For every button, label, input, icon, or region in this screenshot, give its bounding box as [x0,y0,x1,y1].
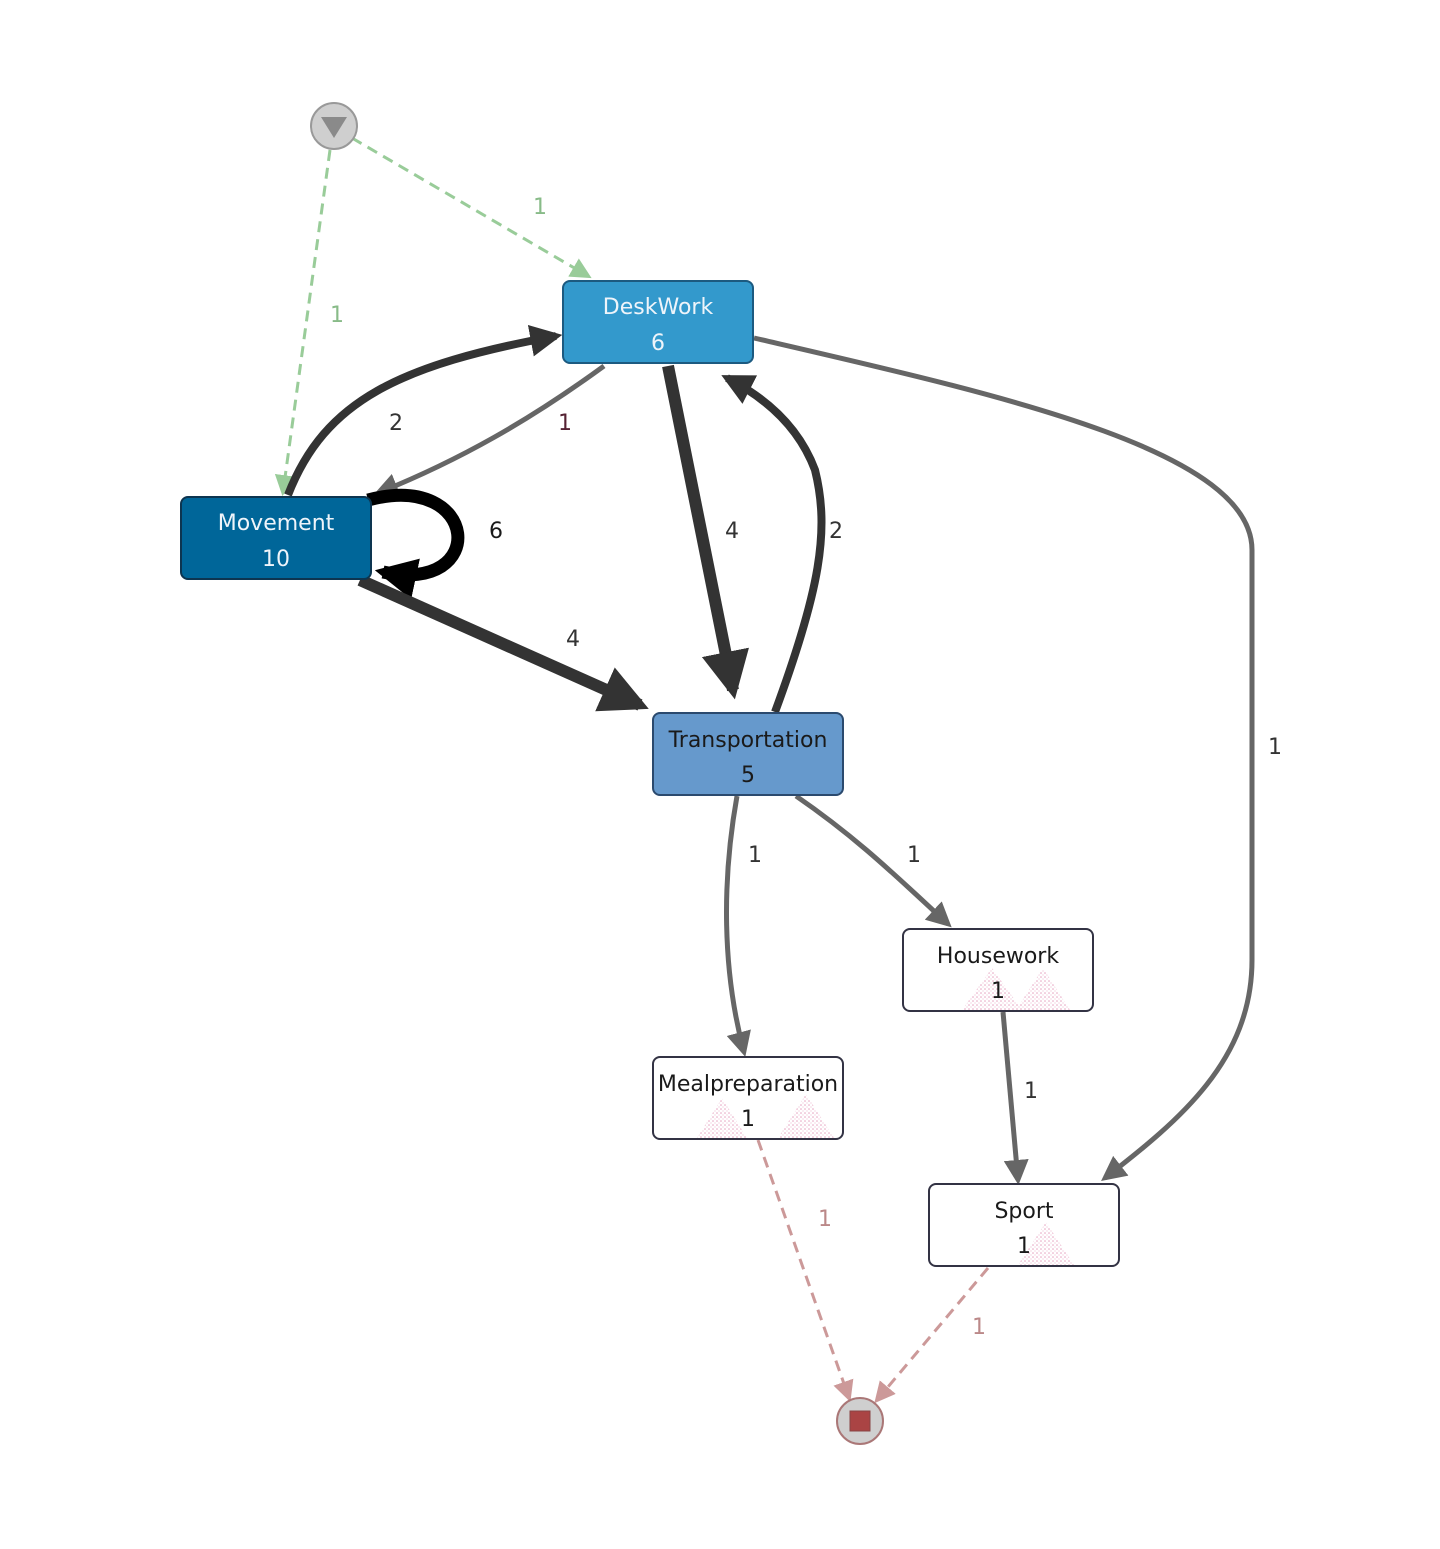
node-housework[interactable]: Housework 1 [902,928,1094,1012]
node-transportation[interactable]: Transportation 5 [652,712,844,796]
edge-movement-deskwork [284,324,563,497]
edge-movement-self-loop [366,488,465,600]
node-transportation-count: 5 [741,763,755,788]
node-sport-count: 1 [1017,1234,1031,1259]
edge-label-deskwork-movement: 1 [558,411,572,436]
node-mealpreparation-count: 1 [741,1107,755,1132]
node-deskwork[interactable]: DeskWork 6 [562,280,754,364]
node-mealpreparation[interactable]: Mealpreparation 1 [652,1056,844,1140]
edge-transportation-deskwork [721,374,826,714]
node-mealpreparation-name: Mealpreparation [658,1072,838,1097]
node-sport[interactable]: Sport 1 [928,1183,1120,1267]
edge-label-transportation-deskwork: 2 [829,519,843,544]
node-transportation-name: Transportation [668,728,828,753]
edge-transportation-housework [794,793,952,928]
edge-label-transportation-mealpreparation: 1 [748,843,762,868]
edge-sport-end [874,1267,990,1404]
node-movement-count: 10 [262,547,290,572]
node-housework-name: Housework [937,944,1059,969]
node-deskwork-count: 6 [651,331,665,356]
edge-transportation-mealpreparation [724,795,751,1057]
edge-label-start-deskwork: 1 [533,195,547,220]
edge-label-start-movement: 1 [330,303,344,328]
node-sport-box [928,1183,1120,1267]
node-movement-box [180,496,372,580]
stop-square-icon [849,1410,871,1432]
edge-deskwork-transportation [662,364,749,700]
edge-start-deskwork [351,136,592,279]
edge-deskwork-sport [753,335,1255,1182]
edge-movement-transportation [357,574,649,712]
edge-label-deskwork-sport: 1 [1268,735,1282,760]
edge-label-mealpreparation-end: 1 [818,1207,832,1232]
edge-mealpreparation-end [756,1139,854,1402]
start-node[interactable] [310,102,358,150]
node-deskwork-name: DeskWork [603,295,714,320]
triangle-down-icon [321,117,347,138]
node-sport-hatch [1018,1222,1074,1265]
node-sport-name: Sport [994,1199,1053,1224]
node-housework-hatch [962,968,1070,1010]
edge-housework-sport [1000,1011,1029,1185]
node-movement[interactable]: Movement 10 [180,496,372,580]
edge-label-deskwork-transportation: 4 [725,519,739,544]
edge-label-movement-self: 6 [489,519,503,544]
edge-deskwork-movement [373,363,606,498]
node-deskwork-box [562,280,754,364]
edge-label-movement-deskwork: 2 [389,411,403,436]
node-housework-count: 1 [991,979,1005,1004]
edge-label-movement-transportation: 4 [566,627,580,652]
edge-label-transportation-housework: 1 [907,843,921,868]
end-node[interactable] [836,1397,884,1445]
edge-start-movement [274,149,332,497]
node-transportation-box [652,712,844,796]
node-movement-name: Movement [218,511,335,536]
edge-label-housework-sport: 1 [1024,1079,1038,1104]
edge-label-sport-end: 1 [972,1315,986,1340]
node-mealpreparation-hatch [697,1094,834,1138]
